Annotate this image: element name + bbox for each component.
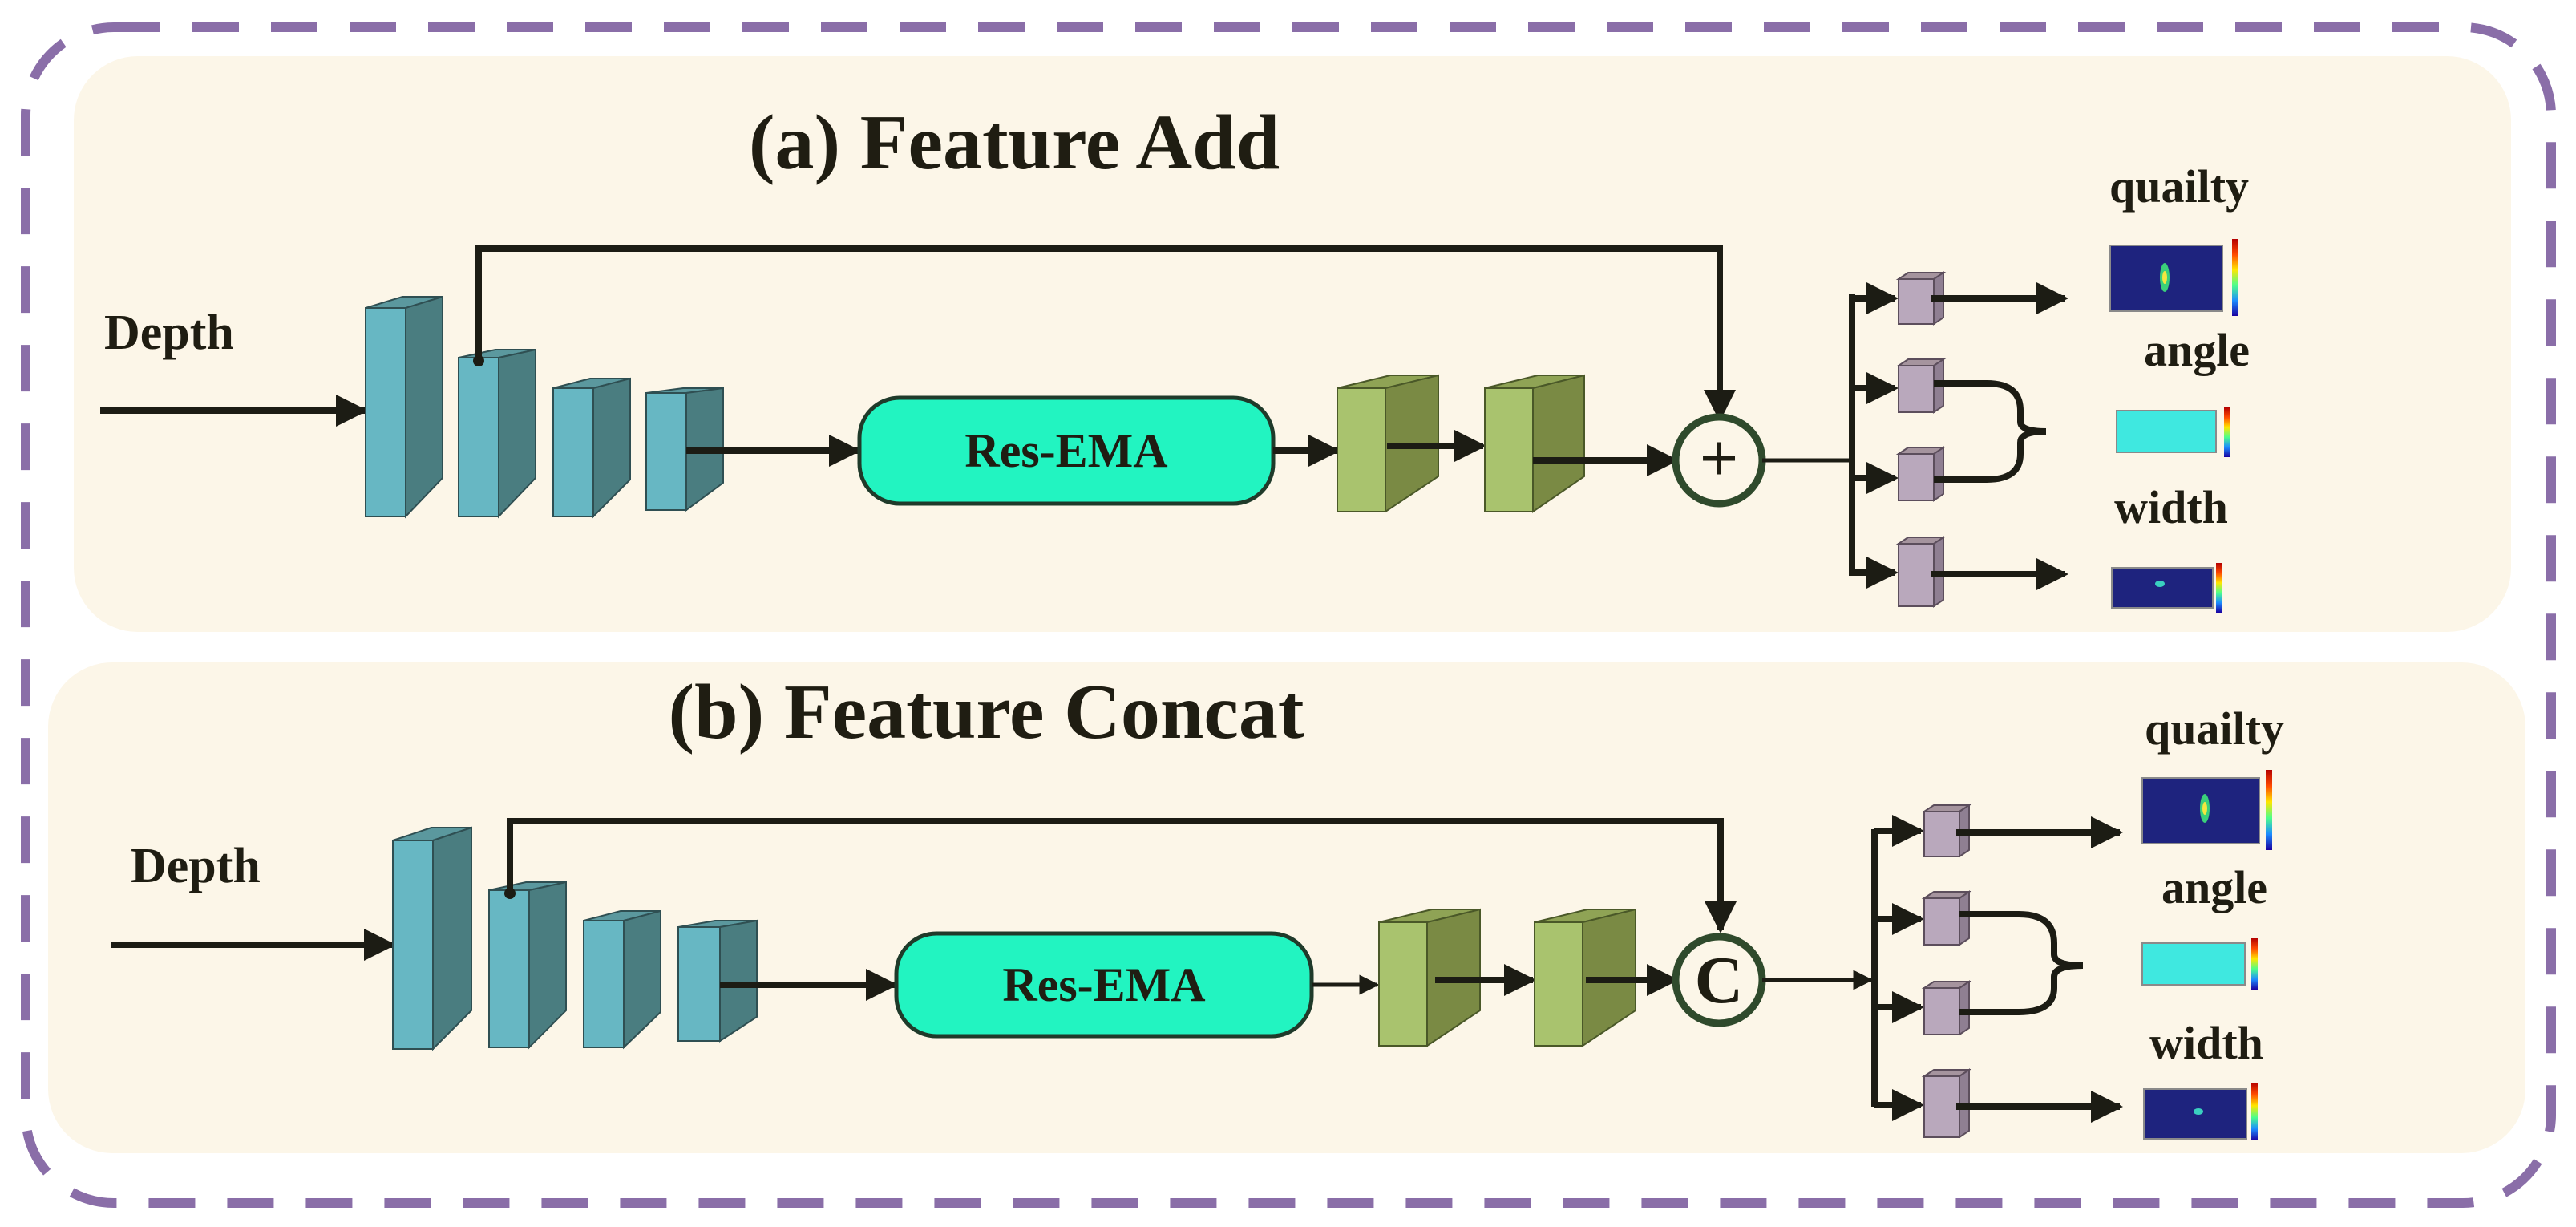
operator-symbol: C [1695,943,1744,1018]
panel-title: (b) Feature Concat [669,669,1304,755]
panel-feature-concat: (b) Feature Concat Depth [48,662,2525,1153]
operator-symbol: + [1699,419,1738,496]
head-block [1895,358,1947,414]
encoder-block-4 [677,919,758,1043]
angle-heatmap [2141,938,2258,990]
head-block [1921,890,1972,946]
width-heatmap [2143,1083,2258,1140]
skip-connection-junction [473,355,484,366]
head-block [1895,446,1947,502]
angle-output: angle [2141,861,2267,990]
encoder-block-2 [488,881,567,1050]
head-block [1921,980,1972,1036]
decoder-block-2 [1534,908,1636,1047]
quality-output: quailty [2141,703,2284,850]
output-label-width: width [2149,1017,2263,1069]
encoder-block-1 [365,295,443,519]
encoder-block-1 [392,826,472,1051]
quality-output: quailty [2109,160,2249,316]
quality-heatmap [2141,770,2272,850]
angle-heatmap [2116,407,2230,457]
output-label-angle: angle [2144,324,2250,376]
width-heatmap [2111,563,2222,613]
res-ema-label: Res-EMA [1002,958,1205,1011]
panel-background [48,662,2525,1153]
add-operator: + [1672,413,1766,508]
concat-operator: C [1672,933,1766,1027]
quality-heatmap [2109,239,2238,316]
angle-output: angle [2116,324,2250,457]
output-label-quality: quailty [2145,703,2284,755]
output-label-quality: quailty [2109,160,2249,213]
skip-connection-arrow [475,245,1736,422]
outer-dashed-border [21,22,2556,1208]
width-output: width [2111,481,2228,613]
res-ema-label: Res-EMA [964,424,1167,477]
output-label-width: width [2114,481,2228,533]
output-heads [1852,271,2068,608]
panel-feature-add: (a) Feature Add Depth [74,56,2511,632]
angle-merge-brace [1959,911,2084,1015]
encoder-stack [392,826,758,1051]
res-ema-module: Res-EMA [857,395,1276,506]
angle-merge-brace [1934,380,2047,483]
skip-connection-junction [504,888,516,899]
res-ema-module: Res-EMA [894,931,1314,1039]
encoder-block-3 [552,377,631,519]
decoder-block-2 [1484,374,1585,513]
output-heads [1874,804,2123,1139]
encoder-stack [365,295,724,519]
width-output: width [2143,1017,2263,1140]
panel-title: (a) Feature Add [749,99,1280,186]
depth-input-label: Depth [104,306,234,360]
depth-input-label: Depth [131,839,261,893]
encoder-block-3 [583,909,661,1050]
skip-connection-arrow [507,818,1737,933]
output-label-angle: angle [2161,861,2267,913]
